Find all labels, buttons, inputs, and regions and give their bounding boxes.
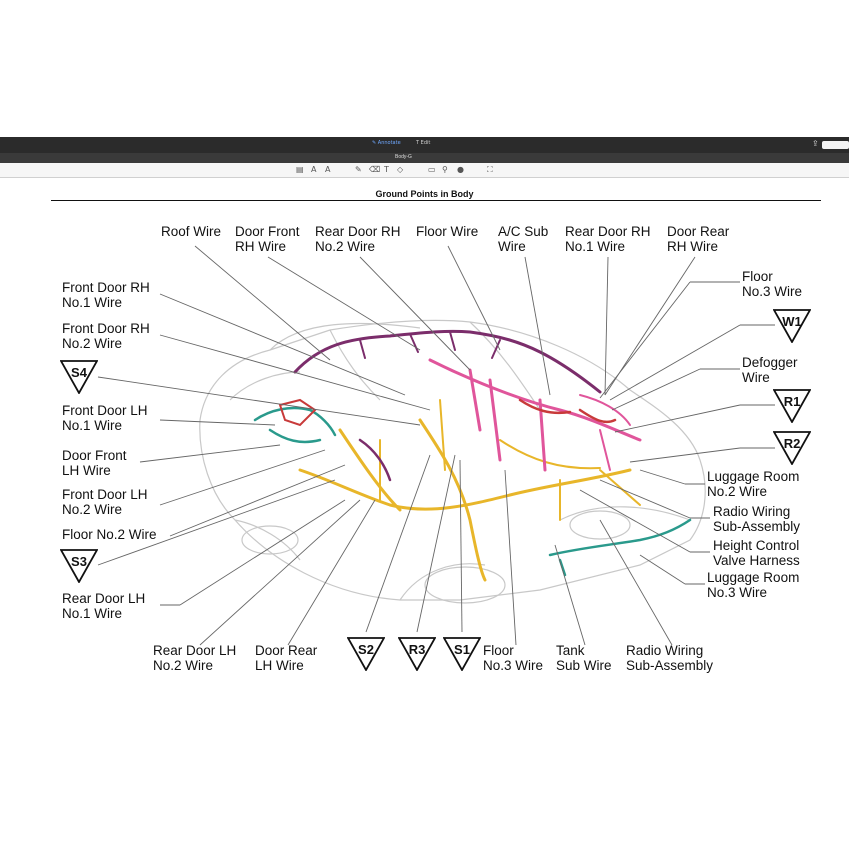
- rear-door-lh-no2-wire-label: Rear Door LH No.2 Wire: [153, 643, 237, 673]
- ground-point-s1-label: S1: [454, 642, 470, 657]
- ground-point-s4-label: S4: [71, 365, 87, 380]
- tank-sub-wire-label: Tank Sub Wire: [556, 643, 612, 673]
- floor-no3-wire-bottom-label: Floor No.3 Wire: [483, 643, 544, 673]
- signature-icon[interactable]: ⚲: [442, 165, 448, 174]
- height-control-valve-harness-label: Height Control Valve Harness: [713, 538, 800, 568]
- highlight-icon[interactable]: ▤: [296, 165, 304, 174]
- note-icon[interactable]: ▭: [428, 165, 436, 174]
- rear-door-lh-no1-wire-label: Rear Door LH No.1 Wire: [62, 591, 146, 621]
- floor-no2-wire-label: Floor No.2 Wire: [62, 527, 157, 542]
- door-front-lh-wire-label: Door Front LH Wire: [62, 448, 127, 478]
- door-harness-front: [253, 406, 337, 444]
- ground-point-w1-icon: W1: [773, 309, 811, 343]
- front-door-rh-no2-wire-label: Front Door RH No.2 Wire: [62, 321, 150, 351]
- ground-point-r3-icon: R3: [398, 637, 436, 671]
- floor-harness-branch: [379, 399, 641, 521]
- ground-point-r2-icon: R2: [773, 431, 811, 465]
- annotate-tab[interactable]: ✎ Annotate: [372, 140, 401, 146]
- floor-harness: [298, 418, 632, 582]
- app-title-bar: ✎ Annotate T Edit ⇪: [0, 137, 849, 153]
- rear-door-rh-no2-wire-label: Rear Door RH No.2 Wire: [315, 224, 401, 254]
- ground-point-s2-label: S2: [358, 642, 374, 657]
- pen-icon[interactable]: ✎: [355, 165, 362, 174]
- floor-wire-label: Floor Wire: [416, 224, 479, 239]
- roof-wire-label: Roof Wire: [161, 224, 222, 239]
- luggage-room-no2-wire-label: Luggage Room No.2 Wire: [707, 469, 800, 499]
- ground-point-s2-icon: S2: [347, 637, 385, 671]
- text-style-icon[interactable]: A: [311, 165, 317, 174]
- rear-harness: [518, 398, 617, 424]
- body-harness: [428, 358, 642, 472]
- ground-point-w1-label: W1: [782, 314, 802, 329]
- defogger-wire-label: Defogger Wire: [742, 355, 798, 385]
- ground-point-r1-icon: R1: [773, 389, 811, 423]
- ground-point-s1-icon: S1: [443, 637, 481, 671]
- fullscreen-icon[interactable]: ⛶: [487, 165, 493, 174]
- ground-point-r3-label: R3: [408, 642, 426, 657]
- ground-point-r2-label: R2: [783, 436, 801, 451]
- door-front-rh-wire-label: Door Front RH Wire: [235, 224, 300, 254]
- front-door-rh-harness: [278, 398, 317, 427]
- radio-wiring-subassembly-right-label: Radio Wiring Sub-Assembly: [713, 504, 801, 534]
- ac-sub-wire-label: A/C Sub Wire: [498, 224, 549, 254]
- ground-point-s3-icon: S3: [60, 549, 98, 583]
- annotate-tab-label: Annotate: [377, 140, 401, 146]
- color-icon[interactable]: ●: [457, 165, 464, 174]
- car-outline: [199, 319, 706, 604]
- text-tool-icon[interactable]: T: [384, 165, 389, 174]
- body-harness-branch: [579, 394, 631, 471]
- eraser-icon[interactable]: ⌫: [369, 165, 381, 174]
- search-input[interactable]: [822, 141, 849, 149]
- radio-wiring-subassembly-bottom-label: Radio Wiring Sub-Assembly: [626, 643, 714, 673]
- tank-harness: [548, 518, 692, 577]
- ground-point-s4-icon: S4: [60, 360, 98, 394]
- share-icon[interactable]: ⇪: [812, 139, 819, 148]
- ground-point-r1-label: R1: [783, 394, 801, 409]
- front-door-lh-no2-wire-label: Front Door LH No.2 Wire: [62, 487, 148, 517]
- title-rule: [51, 200, 821, 201]
- edit-tab[interactable]: T Edit: [416, 140, 431, 146]
- leader-lines: [97, 245, 775, 646]
- edit-tab-label: Edit: [420, 140, 431, 146]
- document-name: Body-G: [395, 154, 412, 160]
- markup-toolbar: ▤ A A ✎ ⌫ T ◇ ▭ ⚲ ● ⛶: [0, 163, 849, 178]
- document-name-bar: Body-G: [0, 153, 849, 163]
- roof-harness-branch: [359, 331, 501, 359]
- ground-point-s3-label: S3: [71, 554, 87, 569]
- document-title: Ground Points in Body: [375, 189, 474, 199]
- door-rear-lh-wire-label: Door Rear LH Wire: [255, 643, 318, 673]
- luggage-room-no3-wire-label: Luggage Room No.3 Wire: [707, 570, 800, 600]
- text-color-icon[interactable]: A: [325, 165, 331, 174]
- roof-harness: [293, 329, 602, 394]
- door-rear-rh-wire-label: Door Rear RH Wire: [667, 224, 730, 254]
- front-door-rh-no1-wire-label: Front Door RH No.1 Wire: [62, 280, 150, 310]
- floor-no3-wire-top-label: Floor No.3 Wire: [742, 269, 803, 299]
- mid-harness: [358, 438, 392, 482]
- front-door-lh-no1-wire-label: Front Door LH No.1 Wire: [62, 403, 148, 433]
- rear-door-rh-no1-wire-label: Rear Door RH No.1 Wire: [565, 224, 651, 254]
- wire-harness: [253, 329, 692, 582]
- shapes-icon[interactable]: ◇: [397, 165, 404, 174]
